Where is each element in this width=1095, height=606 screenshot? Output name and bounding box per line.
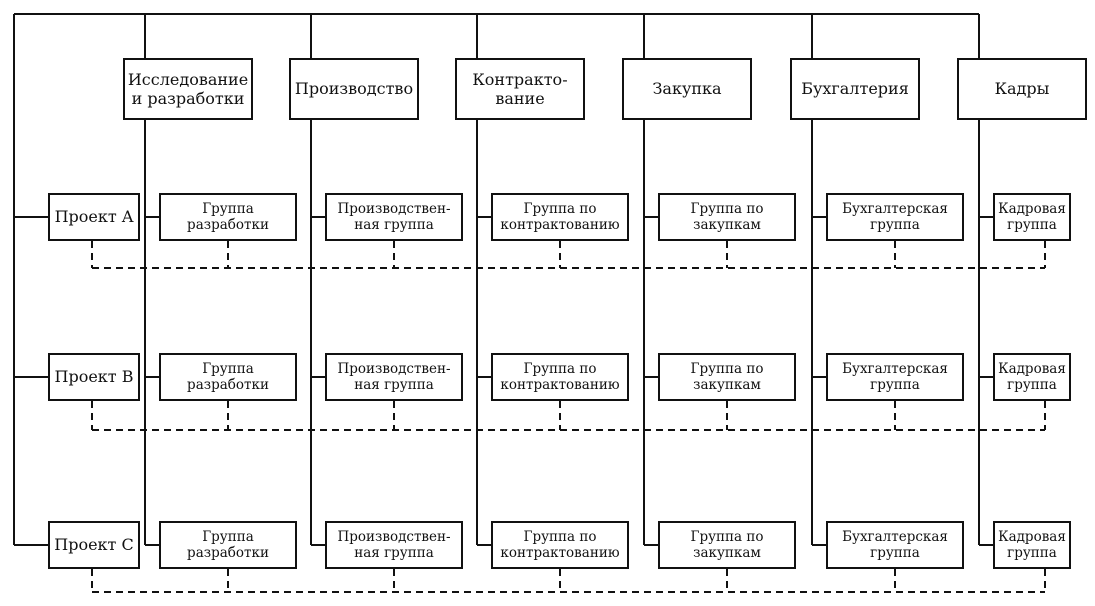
group-box: Производствен- ная группа (325, 521, 463, 569)
group-box: Кадровая группа (993, 353, 1071, 401)
group-box: Группа по закупкам (658, 193, 796, 241)
group-box: Группа по контрактованию (491, 521, 629, 569)
department-box: Закупка (622, 58, 752, 120)
group-box: Группа разработки (159, 521, 297, 569)
group-box: Бухгалтерская группа (826, 521, 964, 569)
department-box: Производство (289, 58, 419, 120)
group-box: Группа по закупкам (658, 521, 796, 569)
department-box: Бухгалтерия (790, 58, 920, 120)
department-box: Контракто- вание (455, 58, 585, 120)
group-box: Группа по контрактованию (491, 193, 629, 241)
project-box: Проект B (48, 353, 140, 401)
group-box: Кадровая группа (993, 521, 1071, 569)
group-box: Группа по контрактованию (491, 353, 629, 401)
project-box: Проект A (48, 193, 140, 241)
group-box: Бухгалтерская группа (826, 353, 964, 401)
group-box: Кадровая группа (993, 193, 1071, 241)
group-box: Группа разработки (159, 353, 297, 401)
group-box: Производствен- ная группа (325, 193, 463, 241)
department-box: Исследование и разработки (123, 58, 253, 120)
group-box: Бухгалтерская группа (826, 193, 964, 241)
department-box: Кадры (957, 58, 1087, 120)
group-box: Группа по закупкам (658, 353, 796, 401)
project-box: Проект C (48, 521, 140, 569)
group-box: Производствен- ная группа (325, 353, 463, 401)
group-box: Группа разработки (159, 193, 297, 241)
